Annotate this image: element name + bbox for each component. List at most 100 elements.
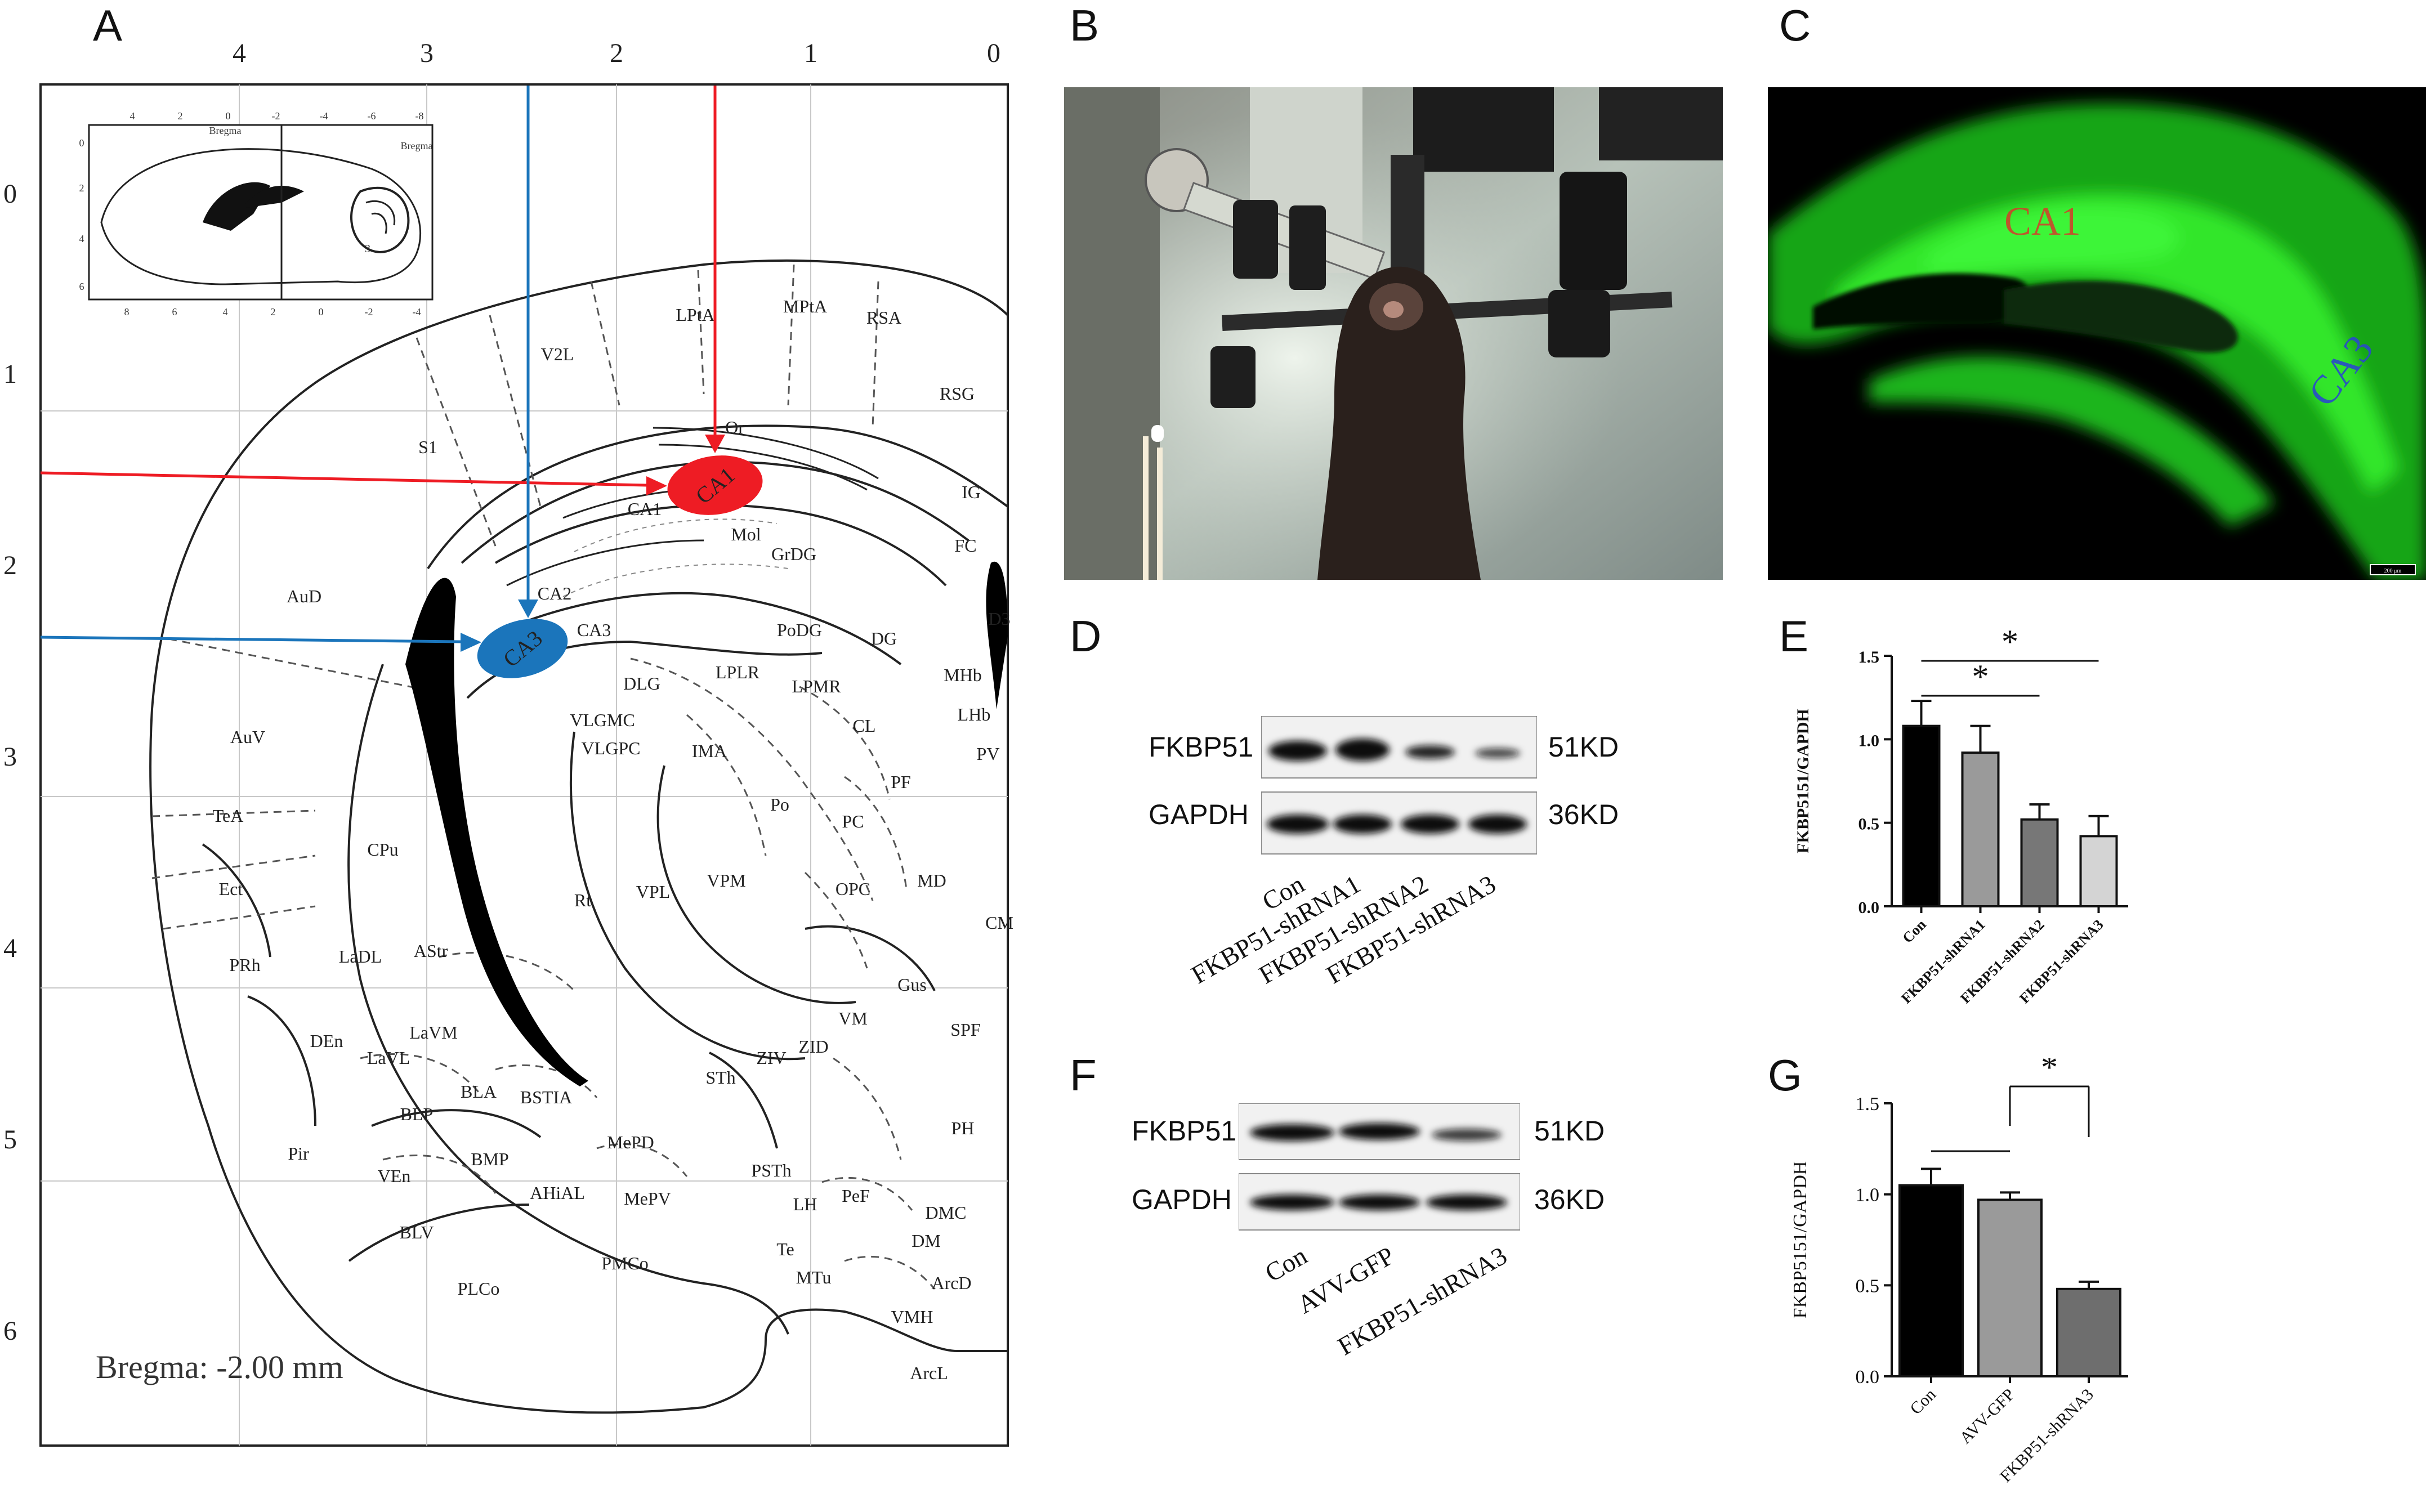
y-axis-title: FKBP5151/GAPDH bbox=[1790, 1161, 1811, 1319]
svg-text:MHb: MHb bbox=[944, 665, 982, 685]
svg-text:LH: LH bbox=[793, 1194, 817, 1214]
bar bbox=[1898, 1184, 1964, 1377]
y-tick-label: 0.5 bbox=[1858, 815, 1880, 834]
svg-text:PLCo: PLCo bbox=[458, 1278, 500, 1299]
bregma-label: Bregma: -2.00 mm bbox=[96, 1349, 343, 1385]
svg-text:Bregma: Bregma bbox=[401, 140, 433, 151]
svg-text:VLGMC: VLGMC bbox=[570, 710, 635, 730]
band-fkbp51 bbox=[1405, 745, 1455, 759]
panel-letter-f: F bbox=[1070, 1050, 1097, 1100]
panel-letter-c: C bbox=[1779, 1, 1811, 50]
y-tick-label: 0.0 bbox=[1856, 1367, 1880, 1388]
y-tick-label: 0.5 bbox=[1856, 1276, 1880, 1296]
band-gapdh bbox=[1333, 815, 1392, 834]
atlas-top-tick: 2 bbox=[610, 38, 623, 68]
y-tick-label: 1.0 bbox=[1858, 731, 1880, 750]
bar bbox=[2079, 835, 2118, 907]
svg-text:4: 4 bbox=[130, 110, 135, 122]
svg-text:LaVM: LaVM bbox=[409, 1022, 457, 1043]
svg-text:VPL: VPL bbox=[636, 882, 670, 902]
svg-text:6: 6 bbox=[79, 281, 84, 292]
band-gapdh bbox=[1468, 815, 1527, 834]
svg-text:VMH: VMH bbox=[891, 1307, 933, 1327]
ca1-side-label: CA1 bbox=[628, 499, 662, 519]
svg-text:DMC: DMC bbox=[926, 1202, 967, 1223]
svg-text:ArcL: ArcL bbox=[910, 1363, 948, 1383]
svg-text:Ect: Ect bbox=[219, 879, 243, 899]
svg-text:Mol: Mol bbox=[731, 524, 761, 544]
panel-letter-g: G bbox=[1768, 1050, 1802, 1100]
stereotaxic-photo bbox=[1064, 87, 1723, 580]
blot-row-label: FKBP51 bbox=[1149, 731, 1254, 763]
fluorescence-image: CA1 CA3 200 μm bbox=[1768, 87, 2426, 580]
svg-text:CA2: CA2 bbox=[538, 583, 571, 603]
atlas-top-tick: 3 bbox=[420, 38, 434, 68]
panel-letter-d: D bbox=[1070, 611, 1102, 661]
y-tick-label: 1.0 bbox=[1856, 1185, 1880, 1206]
atlas-side-tick: 3 bbox=[3, 742, 17, 772]
bar bbox=[1961, 751, 2000, 907]
significance-star: * bbox=[2001, 623, 2018, 660]
svg-text:D3: D3 bbox=[988, 609, 1010, 629]
svg-text:BLP: BLP bbox=[400, 1104, 434, 1124]
blot-row-label: GAPDH bbox=[1132, 1184, 1232, 1215]
svg-text:GrDG: GrDG bbox=[771, 544, 816, 564]
y-tick-label: 1.5 bbox=[1858, 648, 1880, 666]
panel-letter-e: E bbox=[1779, 611, 1809, 661]
svg-text:6: 6 bbox=[172, 306, 177, 317]
svg-text:S1: S1 bbox=[418, 437, 437, 457]
band-gapdh bbox=[1426, 1195, 1507, 1210]
svg-text:LPMR: LPMR bbox=[792, 676, 841, 696]
svg-text:AuD: AuD bbox=[287, 586, 321, 606]
atlas-side-tick: 6 bbox=[3, 1316, 17, 1346]
svg-text:Te: Te bbox=[776, 1239, 794, 1259]
svg-text:IMA: IMA bbox=[692, 741, 727, 761]
scale-bar bbox=[2370, 564, 2416, 575]
svg-text:VLGPC: VLGPC bbox=[582, 738, 641, 758]
svg-text:4: 4 bbox=[223, 306, 228, 317]
atlas-side-tick: 0 bbox=[3, 179, 17, 209]
svg-text:CM: CM bbox=[985, 912, 1013, 933]
svg-text:ZID: ZID bbox=[798, 1036, 828, 1057]
atlas-black-structures bbox=[405, 561, 1008, 1086]
svg-text:MPtA: MPtA bbox=[783, 296, 827, 316]
atlas-inset: 4 2 0 -2 -4 -6 -8 8 6 4 2 0 -2 -4 0 2 4 … bbox=[79, 110, 434, 317]
svg-text:LaDL: LaDL bbox=[339, 946, 382, 967]
svg-text:-6: -6 bbox=[368, 110, 376, 122]
svg-text:MePV: MePV bbox=[624, 1188, 671, 1209]
svg-text:PC: PC bbox=[842, 811, 864, 831]
svg-text:CL: CL bbox=[853, 715, 876, 736]
band-gapdh bbox=[1401, 815, 1459, 834]
panel-letter-a: A bbox=[93, 1, 123, 50]
svg-text:AHiAL: AHiAL bbox=[530, 1183, 585, 1203]
svg-text:SPF: SPF bbox=[950, 1019, 980, 1040]
svg-text:0: 0 bbox=[319, 306, 324, 317]
svg-text:RSG: RSG bbox=[940, 383, 975, 404]
significance-star: * bbox=[1972, 658, 1989, 695]
significance-star: * bbox=[2041, 1058, 2058, 1086]
svg-text:DLG: DLG bbox=[623, 673, 660, 694]
x-tick-label: AVV-GFP bbox=[1956, 1385, 2018, 1448]
svg-text:PV: PV bbox=[977, 744, 1000, 764]
svg-text:PeF: PeF bbox=[842, 1186, 870, 1206]
svg-text:Pir: Pir bbox=[288, 1143, 309, 1164]
svg-text:MePD: MePD bbox=[607, 1132, 654, 1152]
svg-text:-4: -4 bbox=[320, 110, 328, 122]
svg-text:DG: DG bbox=[871, 628, 897, 648]
svg-text:2: 2 bbox=[178, 110, 183, 122]
band-gapdh bbox=[1339, 1195, 1420, 1210]
svg-text:MTu: MTu bbox=[796, 1267, 832, 1287]
svg-text:Or: Or bbox=[725, 417, 744, 437]
svg-text:BMP: BMP bbox=[471, 1149, 509, 1169]
lane-label: Con bbox=[1260, 1241, 1312, 1287]
svg-text:MD: MD bbox=[917, 870, 946, 891]
svg-text:2: 2 bbox=[271, 306, 276, 317]
band-gapdh bbox=[1267, 815, 1329, 834]
blot-d: FKBP51 GAPDH 51KD 36KD Con FKBP51-shRNA1… bbox=[1070, 709, 1689, 1070]
svg-text:-4: -4 bbox=[413, 306, 421, 317]
atlas-top-tick: 4 bbox=[233, 38, 246, 68]
bar bbox=[1902, 724, 1941, 907]
blot-f: FKBP51 GAPDH 51KD 36KD Con AVV-GFP FKBP5… bbox=[1070, 1103, 1689, 1486]
x-tick-label: Con bbox=[1906, 1385, 1940, 1419]
y-axis-title: FKBP5151/GAPDH bbox=[1794, 709, 1812, 853]
